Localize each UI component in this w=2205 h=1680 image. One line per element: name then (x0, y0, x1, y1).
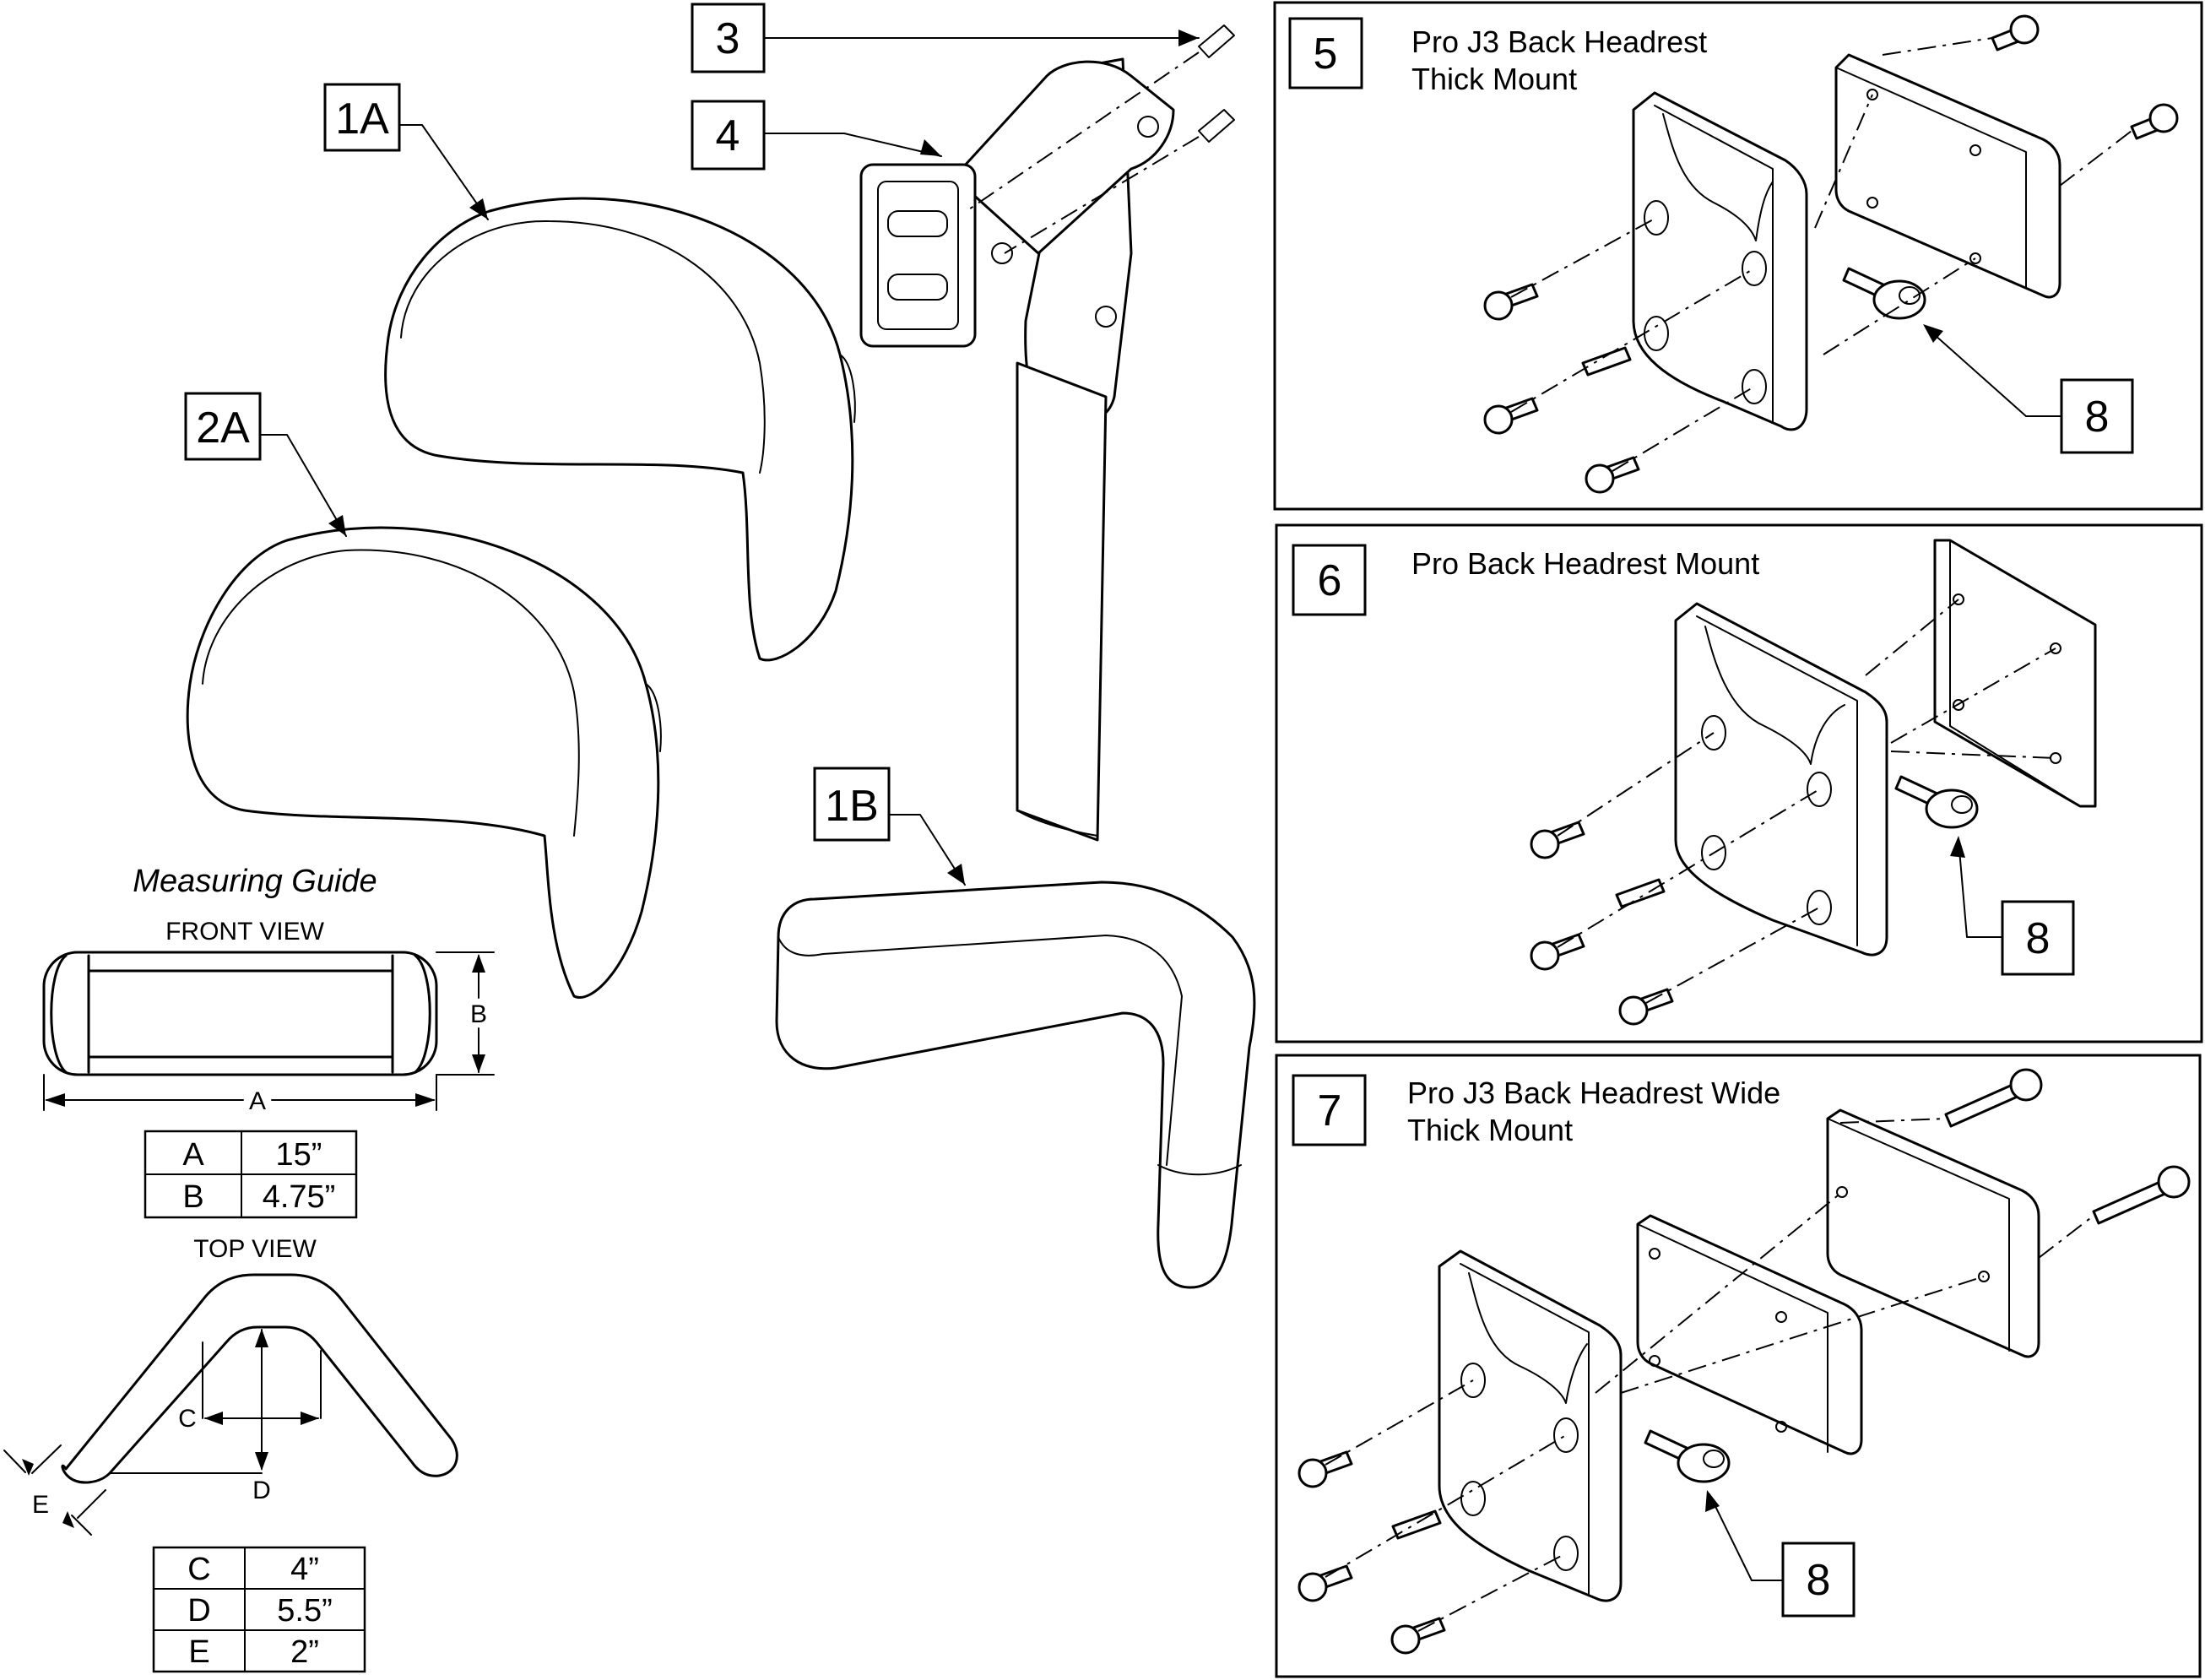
table-b-value: 4.75” (263, 1179, 336, 1215)
callout-1a: 1A (323, 83, 489, 220)
svg-text:A: A (249, 1087, 266, 1115)
svg-text:D: D (252, 1477, 271, 1504)
svg-text:6: 6 (1318, 556, 1342, 605)
svg-text:1B: 1B (825, 782, 879, 831)
svg-text:5: 5 (1314, 30, 1338, 79)
panel-7-thumbscrew (1644, 1429, 1731, 1483)
front-view-label: FRONT VIEW (165, 918, 324, 946)
table-a-b: A 15” B 4.75” (144, 1130, 358, 1219)
svg-text:7: 7 (1318, 1087, 1342, 1135)
headrest-2a (186, 526, 662, 999)
top-view-label: TOP VIEW (193, 1235, 317, 1263)
panel-5-screws (1483, 14, 2179, 494)
table-d-value: 5.5” (277, 1593, 332, 1629)
panel-6-title: Pro Back Headrest Mount (1411, 546, 1759, 581)
svg-text:B: B (470, 1000, 487, 1028)
guide-title: Measuring Guide (133, 864, 377, 899)
panel-5-title-line1: Pro J3 Back Headrest (1411, 24, 1707, 59)
callout-4: 4 (691, 100, 942, 171)
svg-text:1A: 1A (335, 95, 389, 144)
table-b-key: B (182, 1179, 203, 1215)
measuring-guide: Measuring Guide FRONT VIEW B A (3, 864, 495, 1673)
panel-5-title-line2: Thick Mount (1411, 62, 1577, 96)
front-view-drawing: B A (42, 951, 495, 1115)
panel-7: 7 Pro J3 Back Headrest Wide Thick Mount (1275, 1054, 2202, 1678)
panel-6-screws (1530, 821, 1674, 1026)
headrest-1b (775, 881, 1256, 1289)
svg-text:4: 4 (716, 111, 740, 160)
table-d-key: D (187, 1593, 210, 1629)
mount-hardware-4 (859, 57, 1175, 842)
callout-1b: 1B (813, 767, 966, 886)
panel-7-title-line2: Thick Mount (1407, 1113, 1573, 1147)
panel-6-thumbscrew (1894, 775, 1979, 829)
screw-3 (966, 24, 1235, 254)
svg-text:8: 8 (1807, 1556, 1831, 1605)
table-e-key: E (188, 1634, 209, 1670)
table-a-value: 15” (276, 1137, 322, 1173)
svg-text:3: 3 (716, 14, 740, 63)
svg-text:8: 8 (2085, 393, 2110, 442)
table-c-value: 4” (290, 1552, 319, 1587)
panel-7-title-line1: Pro J3 Back Headrest Wide (1407, 1076, 1780, 1110)
panel-5-thumbscrew (1842, 267, 1926, 320)
svg-text:C: C (178, 1405, 197, 1433)
table-c-key: C (187, 1552, 210, 1587)
svg-text:8: 8 (2026, 914, 2051, 963)
svg-text:E: E (32, 1491, 49, 1519)
callout-2a: 2A (184, 392, 347, 537)
top-view-drawing: C D E (3, 1273, 458, 1536)
panel-6: 6 Pro Back Headrest Mount (1275, 523, 2203, 1043)
table-c-d-e: C 4” D 5.5” E 2” (152, 1546, 366, 1673)
panel-5: 5 Pro J3 Back Headrest Thick Mount (1273, 1, 2203, 511)
table-e-value: 2” (290, 1634, 319, 1670)
table-a-key: A (182, 1137, 204, 1173)
callout-3: 3 (691, 3, 1200, 73)
svg-text:2A: 2A (196, 404, 250, 453)
headrest-1a (384, 197, 856, 662)
